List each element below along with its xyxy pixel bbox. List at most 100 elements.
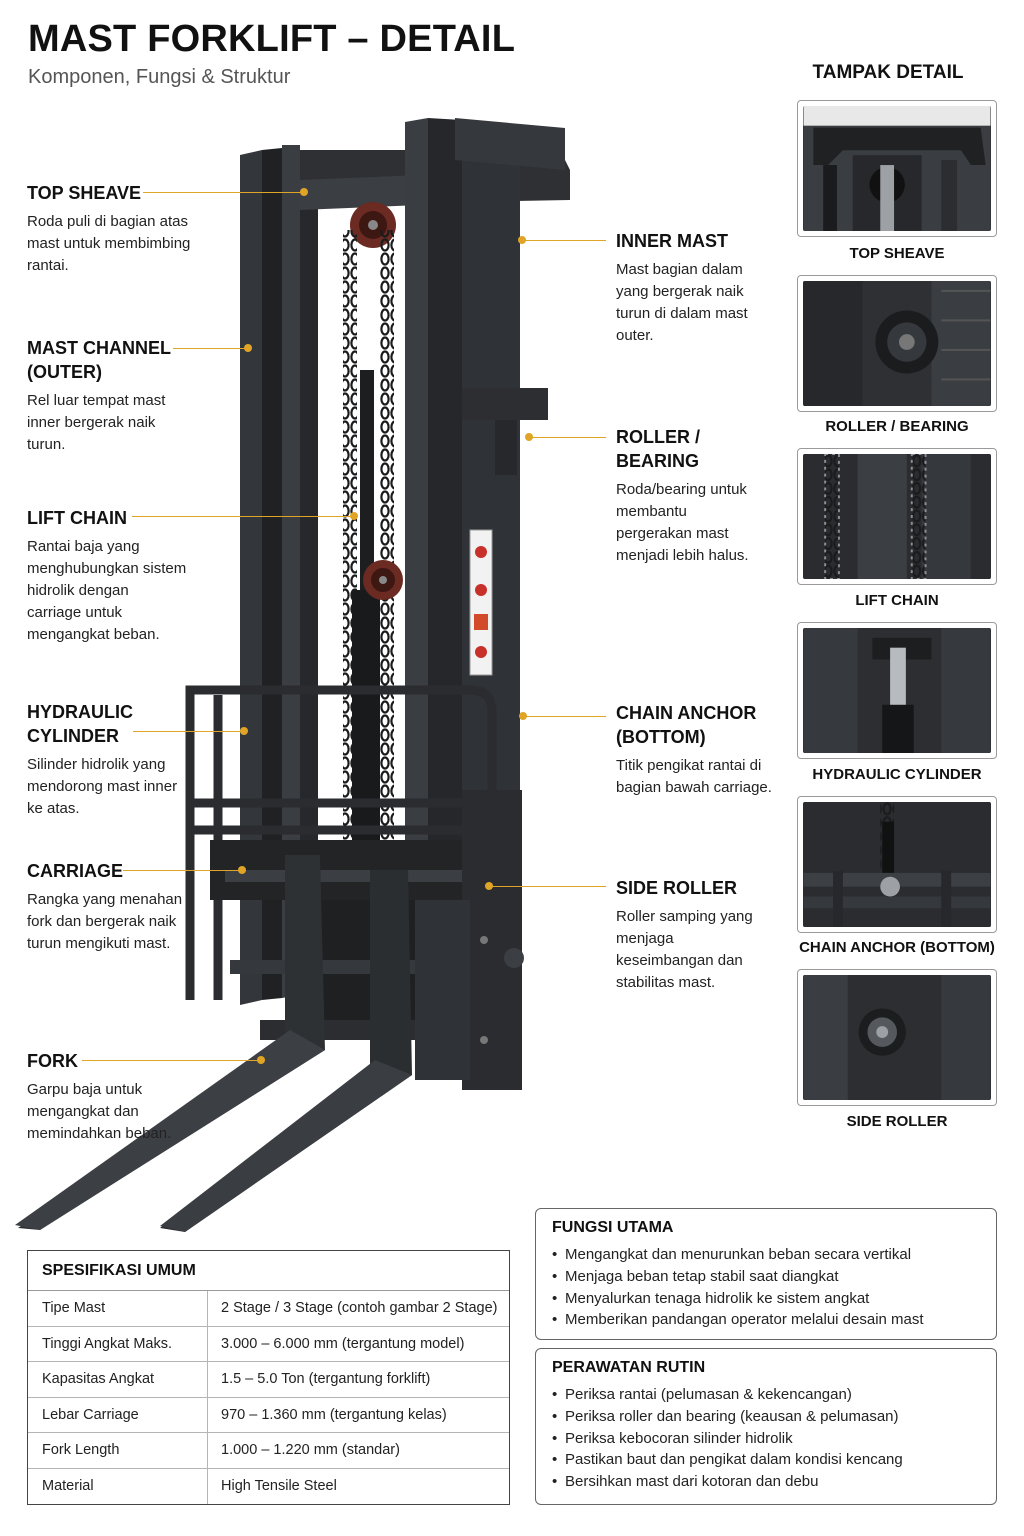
table-row: Tipe Mast 2 Stage / 3 Stage (contoh gamb…: [28, 1291, 509, 1327]
leader-dot: [350, 512, 358, 520]
callout-side-roller: SIDE ROLLER Roller samping yang menjaga …: [616, 876, 766, 994]
table-row: Tinggi Angkat Maks. 3.000 – 6.000 mm (te…: [28, 1326, 509, 1362]
page-subtitle: Komponen, Fungsi & Struktur: [28, 66, 291, 88]
list-item: Mengangkat dan menurunkan beban secara v…: [552, 1244, 980, 1266]
detail-label: HYDRAULIC CYLINDER: [812, 766, 982, 783]
perawatan-rutin-box: PERAWATAN RUTIN Periksa rantai (pelumasa…: [535, 1348, 997, 1505]
detail-label: TOP SHEAVE: [849, 245, 945, 262]
outer-mast-left: [240, 145, 300, 1005]
detail-thumb-side-roller: [797, 969, 997, 1106]
warning-label: [469, 529, 493, 676]
leader-line: [133, 731, 245, 732]
callout-desc: Roller samping yang menjaga keseimbangan…: [616, 908, 753, 991]
spec-table-heading: SPESIFIKASI UMUM: [28, 1251, 509, 1291]
callout-desc: Rangka yang menahan fork dan bergerak na…: [27, 891, 183, 952]
leader-line: [525, 716, 606, 717]
callout-mast-channel: MAST CHANNEL (OUTER) Rel luar tempat mas…: [27, 336, 187, 456]
list-item: Menjaga beban tetap stabil saat diangkat: [552, 1266, 980, 1288]
spec-key: Material: [28, 1468, 208, 1504]
callout-title: INNER MAST: [616, 231, 728, 251]
leader-dot: [244, 344, 252, 352]
leader-line: [173, 348, 249, 349]
callout-desc: Roda puli di bagian atas mast untuk memb…: [27, 213, 191, 274]
callout-roller-bearing: ROLLER / BEARING Roda/bearing untuk memb…: [616, 425, 761, 567]
spec-table: SPESIFIKASI UMUM Tipe Mast 2 Stage / 3 S…: [27, 1250, 510, 1505]
list-item: Bersihkan mast dari kotoran dan debu: [552, 1471, 980, 1493]
inner-mast-left: [300, 165, 318, 990]
side-roller-photo-icon: [803, 975, 991, 1100]
spec-key: Tipe Mast: [28, 1291, 208, 1326]
callout-desc: Roda/bearing untuk membantu pergerakan m…: [616, 481, 749, 564]
lift-chain-photo-icon: [803, 454, 991, 579]
fungsi-utama-box: FUNGSI UTAMA Mengangkat dan menurunkan b…: [535, 1208, 997, 1340]
spec-key: Kapasitas Angkat: [28, 1362, 208, 1397]
callout-title: TOP SHEAVE: [27, 183, 142, 203]
detail-label: LIFT CHAIN: [855, 592, 939, 609]
leader-dot: [240, 727, 248, 735]
callout-desc: Titik pengikat rantai di bagian bawah ca…: [616, 757, 772, 796]
list-item: Periksa kebocoran silinder hidrolik: [552, 1428, 980, 1450]
table-row: Kapasitas Angkat 1.5 – 5.0 Ton (tergantu…: [28, 1362, 509, 1398]
leader-dot: [257, 1056, 265, 1064]
callout-hydraulic-cylinder: HYDRAULIC CYLINDER Silinder hidrolik yan…: [27, 700, 187, 820]
detail-thumb-lift-chain: [797, 448, 997, 585]
callout-chain-anchor: CHAIN ANCHOR (BOTTOM) Titik pengikat ran…: [616, 701, 776, 799]
callout-top-sheave: TOP SHEAVE Roda puli di bagian atas mast…: [27, 181, 197, 277]
page-title: MAST FORKLIFT – DETAIL: [28, 18, 516, 60]
callout-inner-mast: INNER MAST Mast bagian dalam yang berger…: [616, 229, 776, 347]
table-row: Lebar Carriage 970 – 1.360 mm (tergantun…: [28, 1397, 509, 1433]
leader-dot: [525, 433, 533, 441]
leader-dot: [519, 712, 527, 720]
callout-desc: Mast bagian dalam yang bergerak naik tur…: [616, 261, 748, 344]
callout-desc: Silinder hidrolik yang mendorong mast in…: [27, 756, 178, 817]
roller-bearing-photo-icon: [803, 281, 991, 406]
callout-title: FORK: [27, 1051, 78, 1071]
leader-line: [491, 886, 606, 887]
chain-anchor-photo-icon: [803, 802, 991, 927]
detail-thumb-chain-anchor: [797, 796, 997, 933]
callout-title: LIFT CHAIN: [27, 508, 127, 528]
list-item: Periksa rantai (pelumasan & kekencangan): [552, 1384, 980, 1406]
leader-dot: [485, 882, 493, 890]
spec-value: High Tensile Steel: [221, 1478, 337, 1495]
list-item: Periksa roller dan bearing (keausan & pe…: [552, 1406, 980, 1428]
detail-thumb-top-sheave: [797, 100, 997, 237]
detail-label: CHAIN ANCHOR (BOTTOM): [799, 939, 995, 956]
list-item: Memberikan pandangan operator melalui de…: [552, 1309, 980, 1331]
list-item: Pastikan baut dan pengikat dalam kondisi…: [552, 1449, 980, 1471]
spec-value: 1.5 – 5.0 Ton (tergantung forklift): [221, 1371, 431, 1388]
top-sheave-photo-icon: [803, 106, 991, 231]
spec-value: 3.000 – 6.000 mm (tergantung model): [221, 1335, 465, 1352]
lower-sheave-wheel: [363, 560, 403, 600]
spec-key: Tinggi Angkat Maks.: [28, 1326, 208, 1361]
forks: [15, 855, 412, 1232]
leader-dot: [238, 866, 246, 874]
leader-line: [524, 240, 606, 241]
mast-bracket: [462, 388, 548, 420]
leader-line: [82, 1060, 262, 1061]
callout-desc: Rel luar tempat mast inner bergerak naik…: [27, 392, 166, 453]
callout-title: CHAIN ANCHOR (BOTTOM): [616, 703, 757, 747]
callout-carriage: CARRIAGE Rangka yang menahan fork dan be…: [27, 859, 187, 955]
mast-illustration: [15, 118, 570, 1232]
callout-title: CARRIAGE: [27, 861, 124, 881]
leader-dot: [300, 188, 308, 196]
table-row: Material High Tensile Steel: [28, 1468, 509, 1504]
lift-chain-right: [380, 230, 394, 880]
spec-value: 1.000 – 1.220 mm (standar): [221, 1442, 400, 1459]
leader-line: [531, 437, 606, 438]
table-row: Fork Length 1.000 – 1.220 mm (standar): [28, 1433, 509, 1469]
callout-title: MAST CHANNEL (OUTER): [27, 338, 171, 382]
perawatan-rutin-heading: PERAWATAN RUTIN: [552, 1359, 706, 1376]
leader-line: [123, 870, 243, 871]
spec-key: Fork Length: [28, 1433, 208, 1468]
spec-value: 2 Stage / 3 Stage (contoh gambar 2 Stage…: [221, 1300, 498, 1317]
detail-label: SIDE ROLLER: [846, 1113, 948, 1130]
detail-label: ROLLER / BEARING: [825, 418, 969, 435]
callout-title: HYDRAULIC CYLINDER: [27, 702, 133, 746]
hydraulic-cylinder-photo-icon: [803, 628, 991, 753]
callout-desc: Rantai baja yang menghubungkan sistem hi…: [27, 538, 187, 643]
outer-mast-right: [405, 118, 565, 1010]
leader-line: [132, 516, 354, 517]
callout-title: ROLLER / BEARING: [616, 427, 700, 471]
